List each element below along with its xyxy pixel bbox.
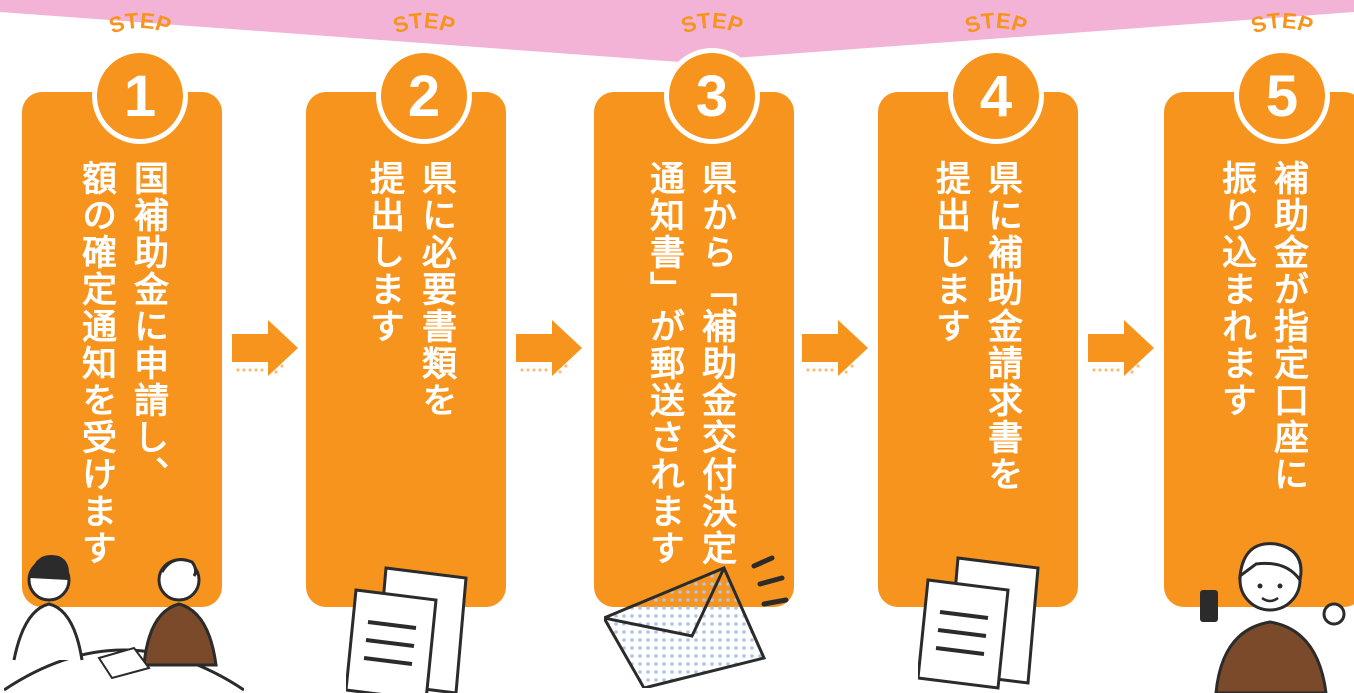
woman-smartphone-illustration (1200, 542, 1346, 693)
step-number-badge: 2 (376, 48, 472, 144)
step-number-badge: 5 (1234, 48, 1330, 144)
step-3: STEP 3 県から「補助金交付決定 通知書」が郵送されます (594, 0, 794, 693)
step-label: STEP (1248, 8, 1316, 39)
step-1: STEP 1 国補助金に申請し、 額の確定通知を受けます (4, 0, 244, 693)
arrow-right-icon (1088, 320, 1154, 376)
step-description: 補助金が指定口座に 振り込まれます (1216, 160, 1308, 493)
step-number-badge: 1 (92, 48, 188, 144)
svg-text:STEP: STEP (390, 8, 458, 39)
documents-illustration (918, 556, 1040, 690)
documents-illustration (346, 566, 468, 693)
svg-text:STEP: STEP (678, 8, 746, 39)
step-2: STEP 2 県に必要書類を 提出します (306, 0, 506, 693)
step-number-badge: 3 (664, 48, 760, 144)
step-number-badge: 4 (948, 48, 1044, 144)
svg-text:STEP: STEP (106, 8, 174, 39)
step-card (22, 92, 222, 607)
arrow-right-icon (802, 320, 868, 376)
arrow-right-icon (516, 320, 582, 376)
step-card (594, 92, 794, 607)
step-5: STEP 5 補助金が指定口座に 振り込まれます (1164, 0, 1354, 693)
step-description: 県から「補助金交付決定 通知書」が郵送されます (644, 160, 736, 567)
step-label: STEP (962, 8, 1030, 39)
envelope-illustration (604, 555, 789, 688)
step-card (1164, 92, 1354, 607)
step-label: STEP (106, 8, 174, 39)
step-description: 県に必要書類を 提出します (364, 160, 456, 419)
step-card (878, 92, 1078, 607)
svg-text:STEP: STEP (962, 8, 1030, 39)
arrow-right-icon (232, 320, 298, 376)
step-description: 県に補助金請求書を 提出します (930, 160, 1022, 493)
step-label: STEP (678, 8, 746, 39)
step-4: STEP 4 県に補助金請求書を 提出します (878, 0, 1078, 693)
svg-text:STEP: STEP (1248, 8, 1316, 39)
meeting-people-illustration (4, 554, 244, 692)
step-description: 国補助金に申請し、 額の確定通知を受けます (76, 160, 168, 567)
step-card (306, 92, 506, 607)
step-label: STEP (390, 8, 458, 39)
